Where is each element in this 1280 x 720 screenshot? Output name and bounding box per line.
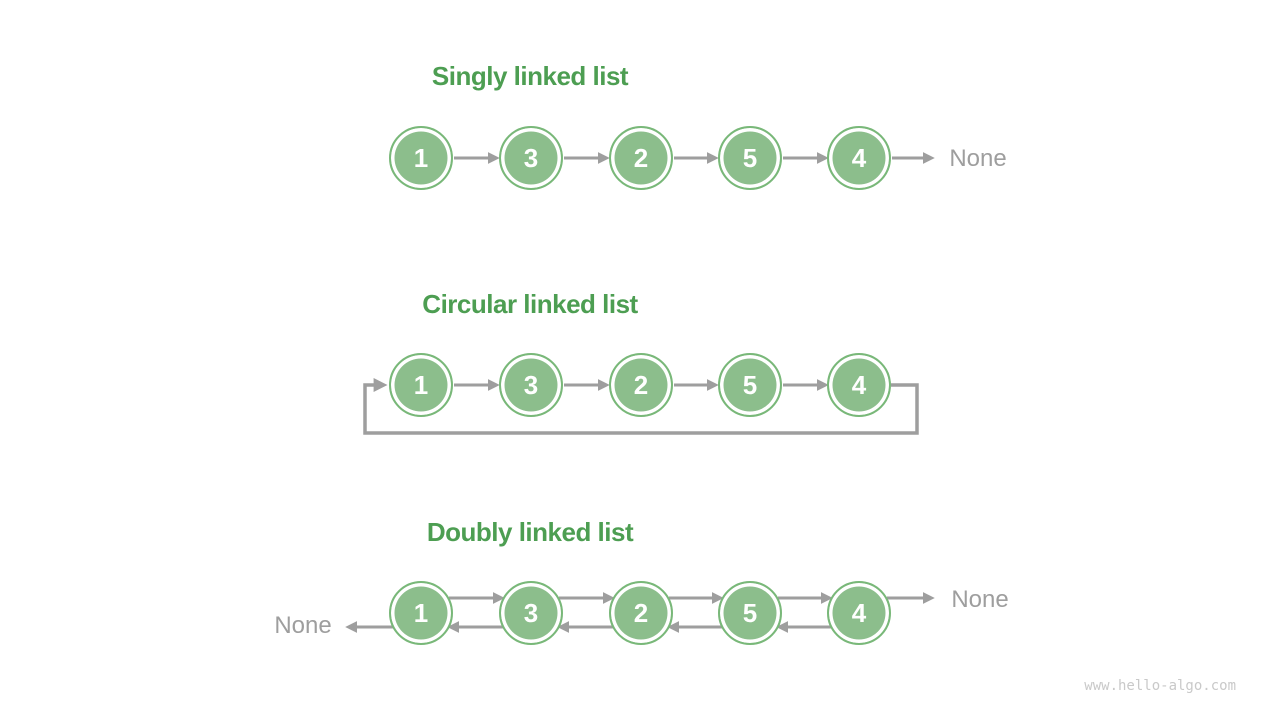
singly-node-4-value: 4: [851, 143, 867, 173]
singly-node-1-value: 1: [413, 143, 429, 173]
doubly-node-2-value: 2: [633, 598, 649, 628]
circular-node-2-value: 2: [633, 370, 649, 400]
singly-tail-none-label: None: [949, 145, 1007, 172]
singly-node-1: 1: [389, 126, 453, 190]
doubly-head-none-label: None: [274, 612, 332, 639]
circular-node-3-value: 3: [523, 370, 539, 400]
singly-node-2: 2: [609, 126, 673, 190]
doubly-node-5-value: 5: [742, 598, 758, 628]
singly-list-title: Singly linked list: [431, 61, 629, 91]
singly-node-3: 3: [499, 126, 563, 190]
singly-node-3-value: 3: [523, 143, 539, 173]
doubly-list-title: Doubly linked list: [426, 517, 634, 547]
doubly-node-2: 2: [609, 581, 673, 645]
doubly-node-5: 5: [718, 581, 782, 645]
circular-node-4-value: 4: [851, 370, 867, 400]
singly-node-5: 5: [718, 126, 782, 190]
singly-node-5-value: 5: [742, 143, 758, 173]
watermark: www.hello-algo.com: [1084, 678, 1236, 694]
singly-node-2-value: 2: [633, 143, 649, 173]
circular-node-1-value: 1: [413, 370, 429, 400]
doubly-node-3-value: 3: [523, 598, 539, 628]
doubly-tail-none-label: None: [951, 586, 1009, 613]
circular-node-5-value: 5: [742, 370, 758, 400]
singly-node-4: 4: [827, 126, 891, 190]
circular-loop-arrow-4-1: [363, 378, 919, 435]
circular-node-4: 4: [827, 353, 891, 417]
doubly-node-1: 1: [389, 581, 453, 645]
doubly-node-1-value: 1: [413, 598, 429, 628]
circular-node-2: 2: [609, 353, 673, 417]
doubly-node-3: 3: [499, 581, 563, 645]
doubly-node-4-value: 4: [851, 598, 867, 628]
circular-node-5: 5: [718, 353, 782, 417]
circular-node-3: 3: [499, 353, 563, 417]
circular-list-title: Circular linked list: [422, 289, 638, 319]
circular-node-1: 1: [389, 353, 453, 417]
doubly-node-4: 4: [827, 581, 891, 645]
